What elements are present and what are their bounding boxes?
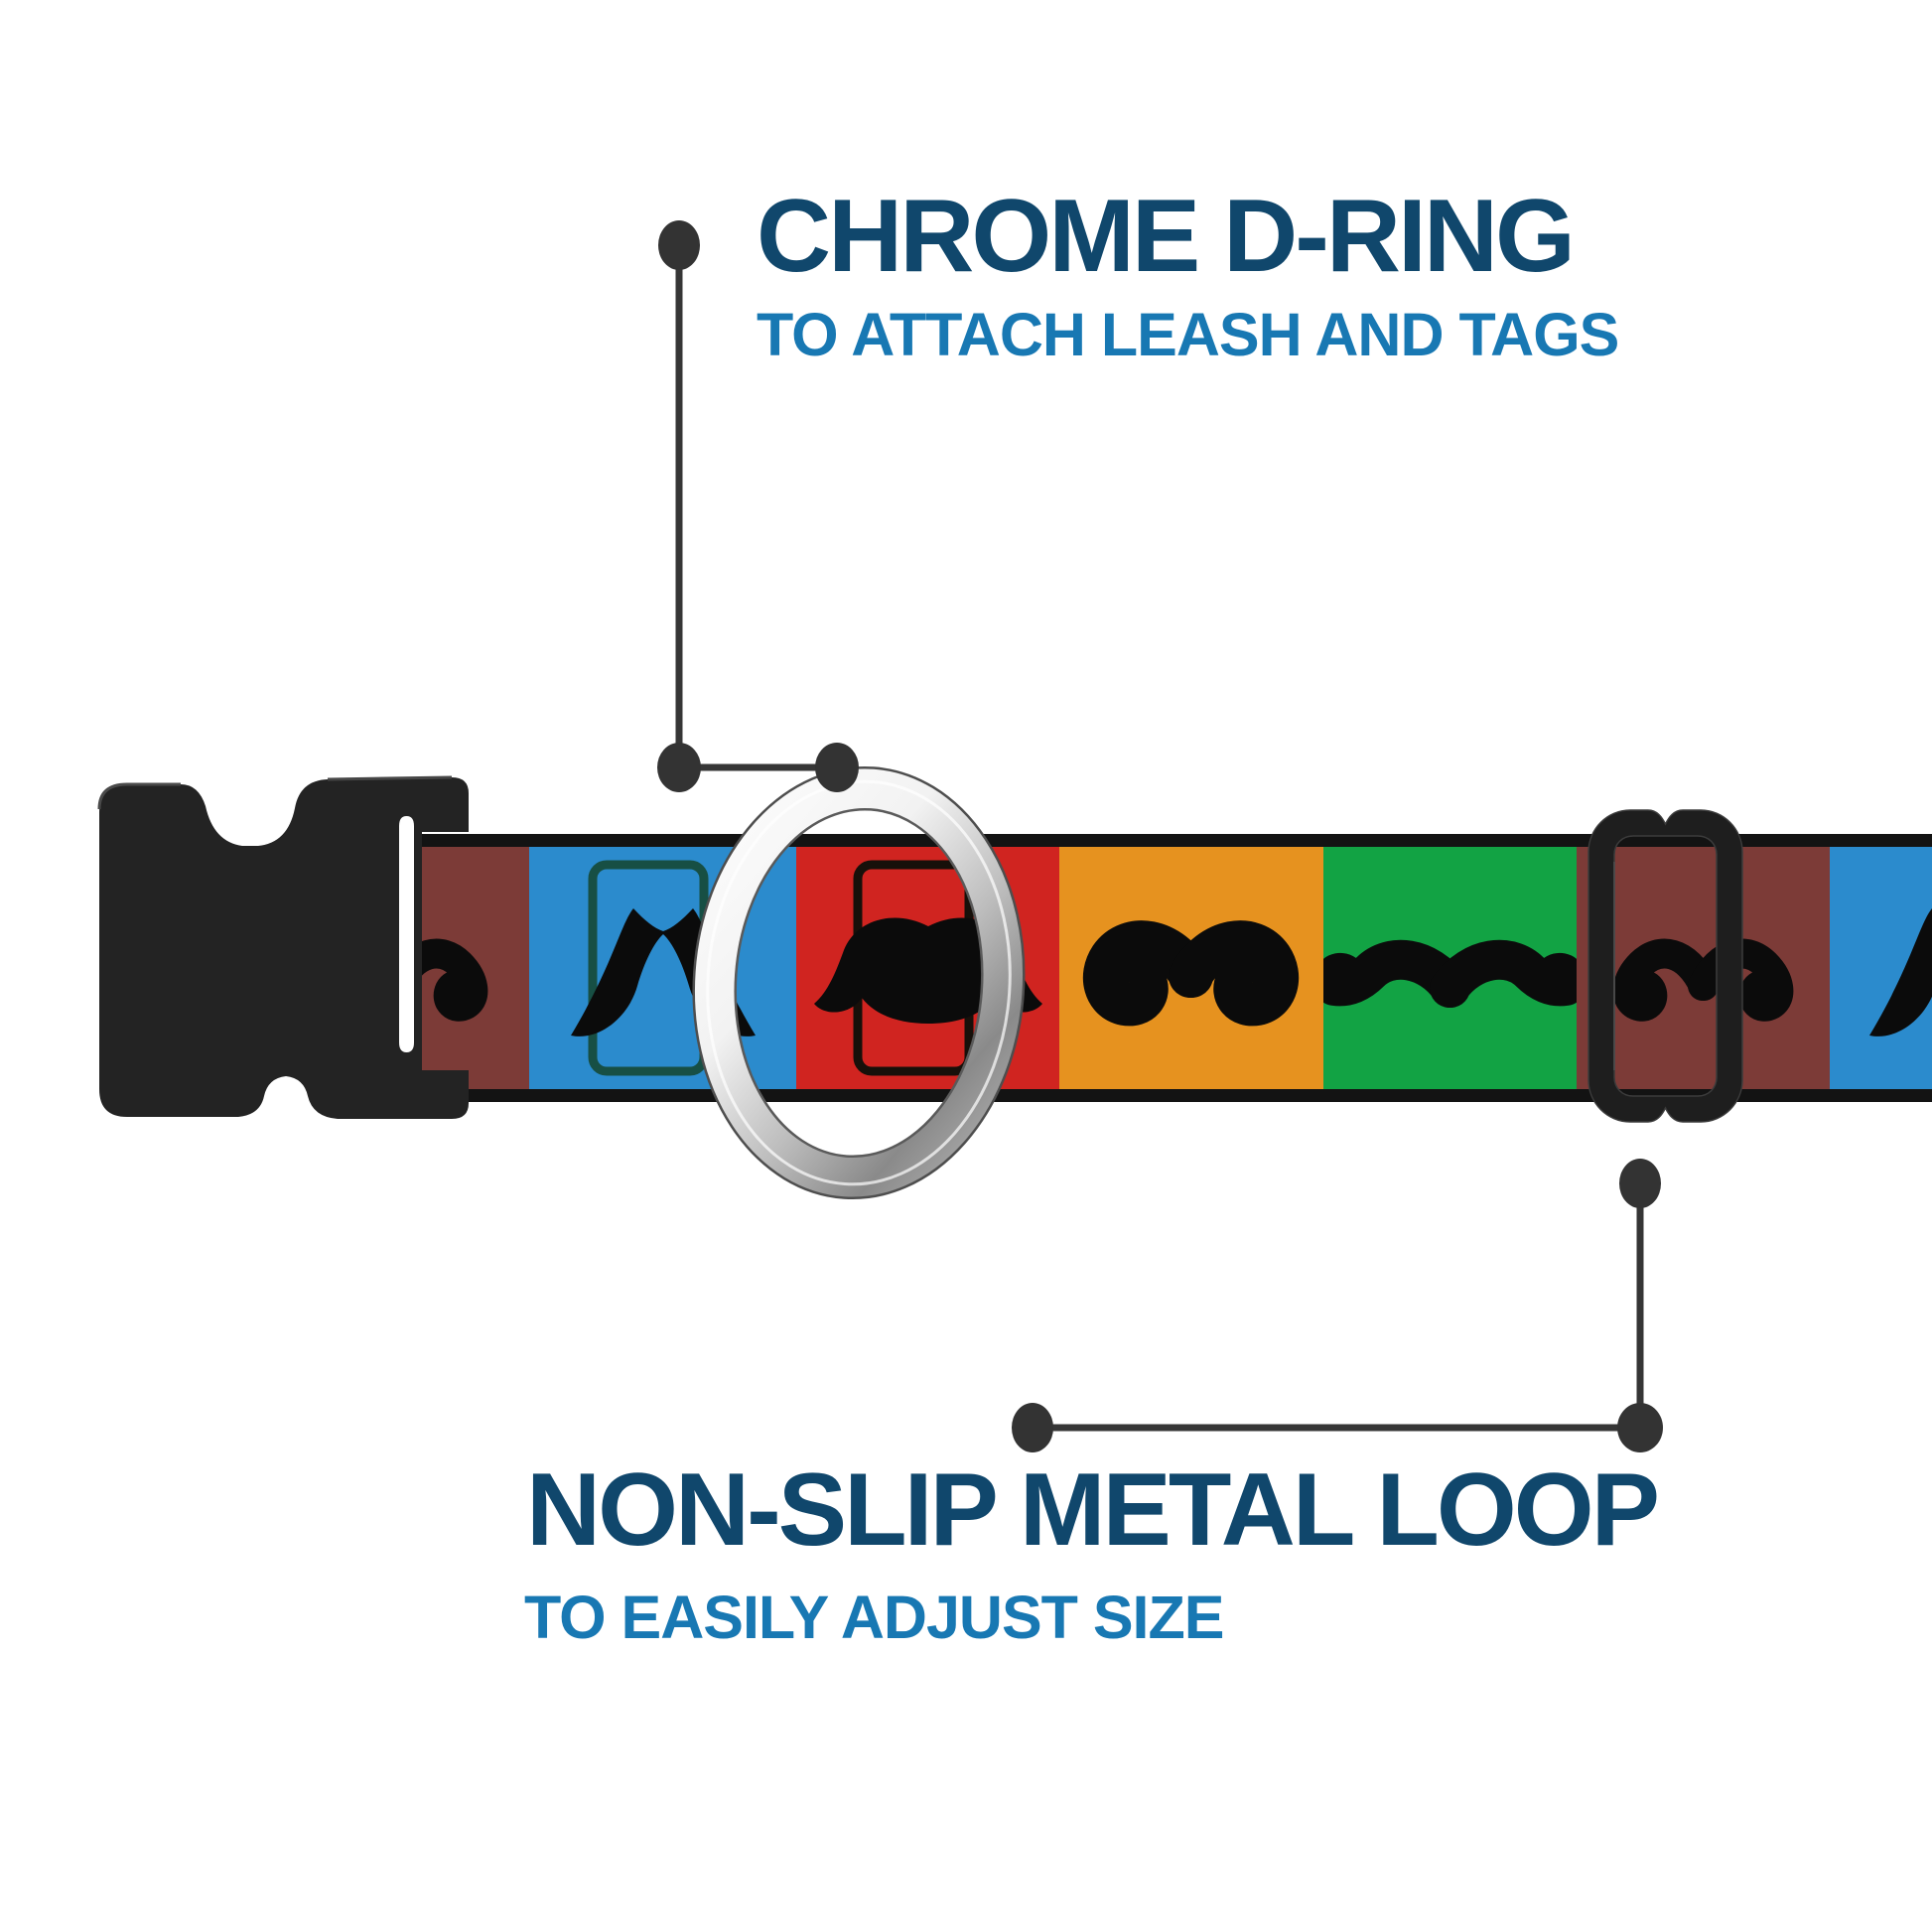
slide-loop-icon [1587, 809, 1743, 1123]
loop-callout-subtitle: TO EASILY ADJUST SIZE [524, 1584, 1224, 1651]
natural-mustache-icon [1323, 939, 1577, 1008]
pattern-block-maroon-curly-handlebar [414, 847, 529, 1089]
loop-callout-title: NON-SLIP METAL LOOP [526, 1452, 1660, 1568]
pattern-block-maroon-curly-handlebar [1577, 847, 1830, 1089]
collar-strap [414, 834, 1932, 1102]
pattern-block-red-walrus-droop [796, 847, 1059, 1089]
curly-handlebar-mustache-icon [414, 938, 488, 1022]
dring-callout-subtitle: TO ATTACH LEASH AND TAGS [757, 301, 1619, 368]
english-pointed-mustache-icon [1869, 908, 1932, 1036]
pattern-block-orange-imperial-curl [1059, 847, 1323, 1089]
plastic-buckle-icon [97, 775, 469, 1119]
dring-callout-title: CHROME D-RING [757, 179, 1576, 294]
pattern-block-green-natural [1323, 847, 1577, 1089]
chrome-d-ring-icon [692, 765, 1026, 1200]
imperial-curl-mustache-icon [1082, 920, 1300, 1027]
pattern-block-blue-english-pointed [1830, 847, 1932, 1089]
